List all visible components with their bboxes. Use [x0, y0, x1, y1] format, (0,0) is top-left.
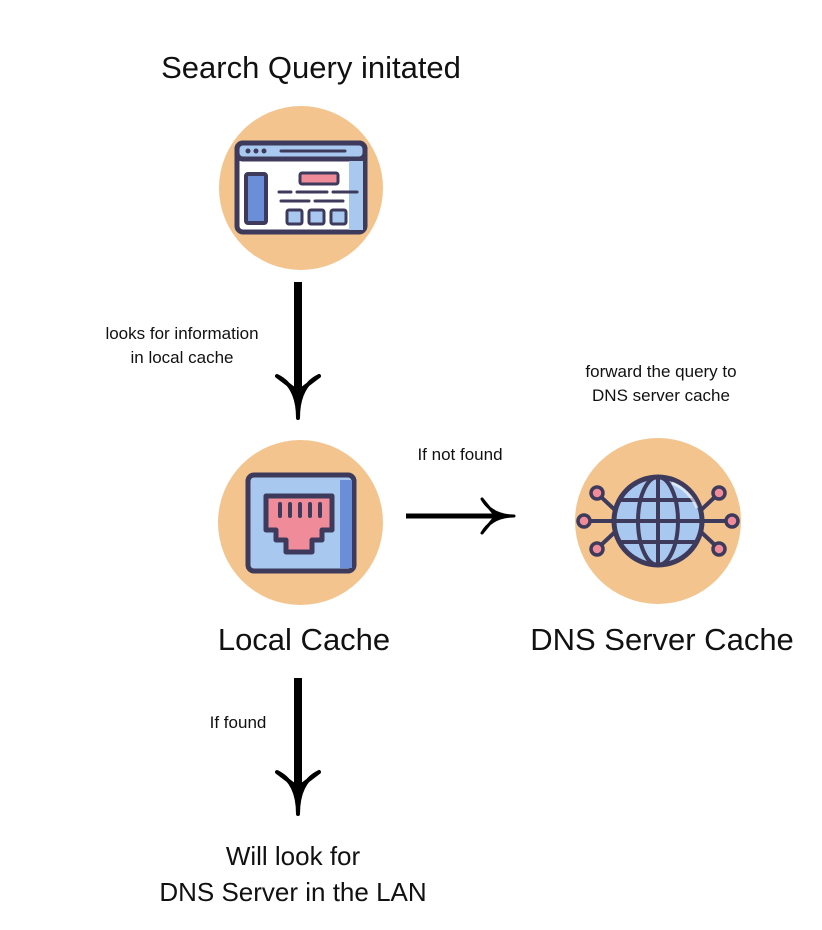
query-node-circle	[219, 106, 383, 270]
query-to-local-label: looks for information in local cache	[87, 322, 277, 370]
arrow-local-to-dns-cache	[406, 497, 516, 535]
network-globe-icon	[576, 474, 740, 568]
ethernet-port-icon	[245, 472, 357, 574]
arrow-query-to-local-cache	[275, 282, 321, 420]
dns-forward-annotation: forward the query to DNS server cache	[556, 360, 766, 408]
local-cache-circle	[218, 440, 383, 605]
query-node-title: Search Query initated	[161, 50, 461, 85]
local-to-dns-label: If not found	[417, 445, 503, 464]
dns-server-cache-title: DNS Server Cache	[530, 622, 794, 657]
query-to-local-label-line2: in local cache	[130, 348, 234, 367]
arrow-local-to-lan	[275, 678, 321, 816]
browser-window-icon	[234, 140, 368, 235]
local-to-lan-label: If found	[209, 713, 267, 732]
lan-lookup-line1: Will look for	[225, 841, 361, 871]
dns-server-cache-circle	[575, 438, 741, 604]
lan-lookup-line2: DNS Server in the LAN	[159, 877, 427, 907]
dns-forward-annotation-line1: forward the query to	[585, 362, 737, 381]
query-to-local-label-line1: looks for information	[105, 324, 259, 343]
dns-forward-annotation-line2: DNS server cache	[592, 386, 730, 405]
local-cache-title: Local Cache	[217, 622, 391, 657]
lan-lookup-text: Will look for DNS Server in the LAN	[140, 838, 446, 910]
